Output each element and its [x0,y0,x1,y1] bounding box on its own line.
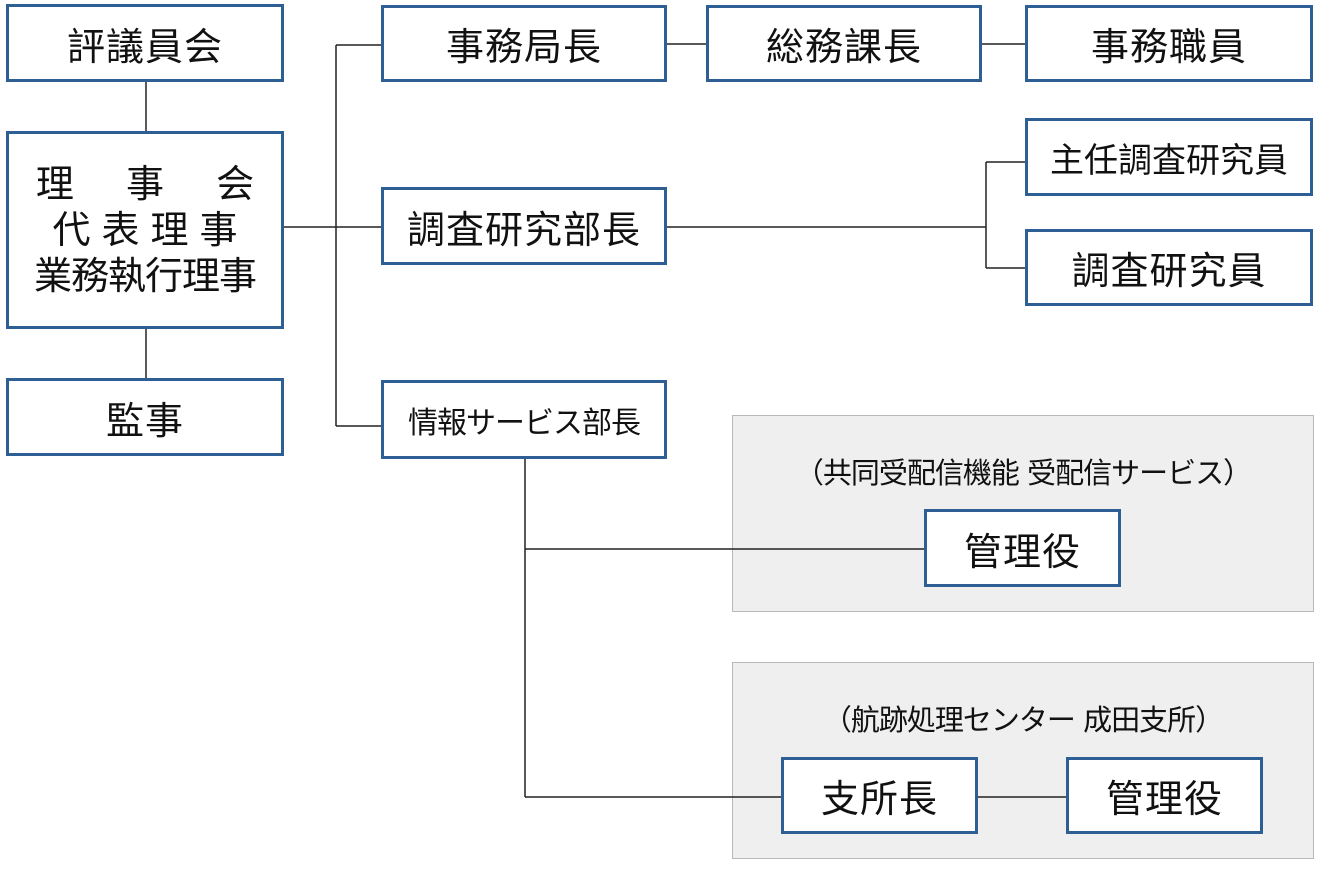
general-affairs-chief-box[interactable]: 総務課長 [706,5,982,82]
secretariat-director-box[interactable]: 事務局長 [381,5,667,82]
board-label-line2: 代表理事 [52,208,249,252]
board-label-line3: 業務執行理事 [33,254,257,298]
info-services-director-box[interactable]: 情報サービス部長 [381,380,667,459]
branch-manager-box[interactable]: 支所長 [781,757,978,834]
council-label: 評議員会 [66,24,223,69]
group-track-center-label: （航跡処理センター 成田支所） [822,703,1224,737]
board-label-line1: 理 事 会 [35,162,275,206]
auditor-label: 監事 [105,398,184,443]
general-affairs-chief-label: 総務課長 [765,25,922,69]
track-center-manager-box[interactable]: 管理役 [1066,757,1263,834]
researcher-box[interactable]: 調査研究員 [1025,229,1313,306]
group-shared-delivery-label: （共同受配信機能 受配信サービス） [794,456,1252,490]
chief-researcher-box[interactable]: 主任調査研究員 [1025,118,1313,196]
staff-label: 事務職員 [1090,25,1247,69]
branch-manager-label: 支所長 [820,777,938,821]
shared-delivery-manager-box[interactable]: 管理役 [924,509,1121,587]
researcher-label: 調査研究員 [1071,249,1267,293]
staff-box[interactable]: 事務職員 [1025,5,1313,82]
chief-researcher-label: 主任調査研究員 [1050,140,1288,181]
shared-delivery-manager-label: 管理役 [963,529,1081,574]
board-box[interactable]: 理 事 会 代表理事 業務執行理事 [6,131,284,329]
council-box[interactable]: 評議員会 [6,4,284,82]
research-director-label: 調査研究部長 [406,207,641,252]
track-center-manager-label: 管理役 [1105,777,1223,821]
secretariat-director-label: 事務局長 [445,25,602,69]
info-services-director-label: 情報サービス部長 [408,405,641,441]
research-director-box[interactable]: 調査研究部長 [381,187,667,265]
auditor-box[interactable]: 監事 [6,378,284,456]
